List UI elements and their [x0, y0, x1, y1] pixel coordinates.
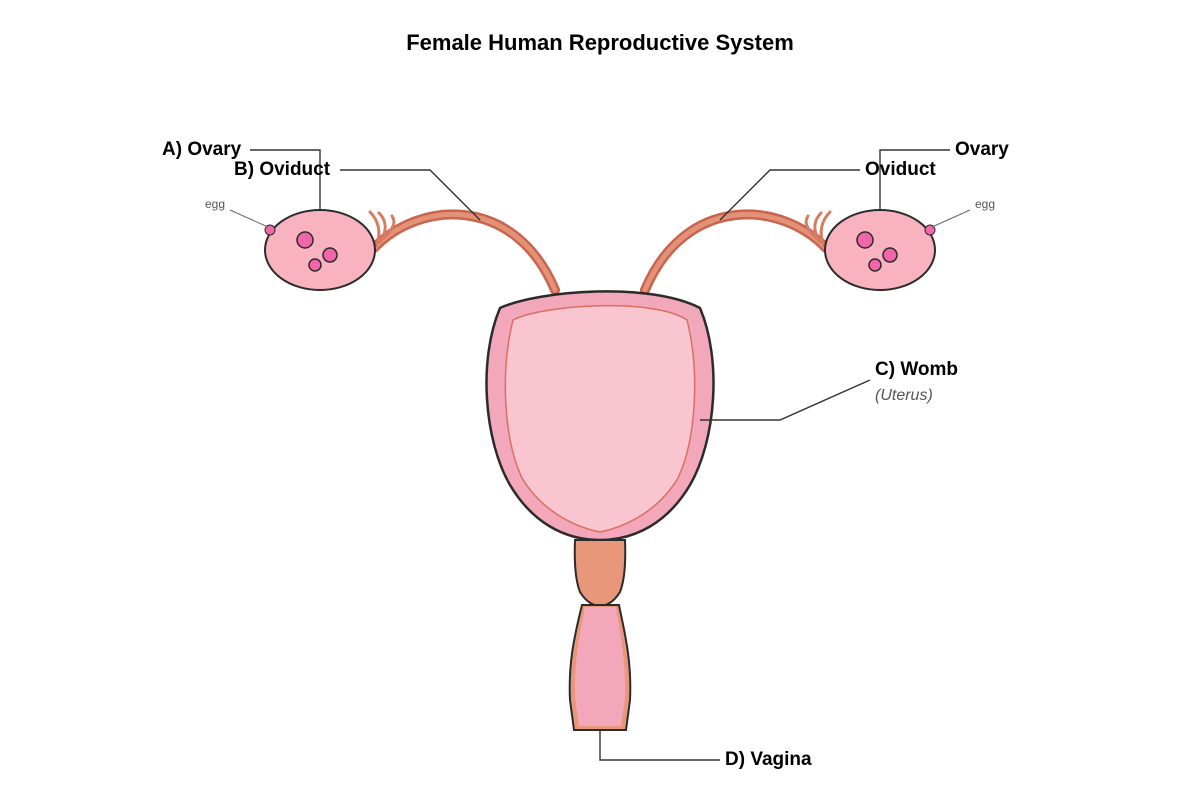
vagina-inner [574, 607, 626, 726]
fimbriae-right [804, 210, 832, 248]
leader-ovary-left [250, 149, 321, 210]
follicle [296, 231, 314, 249]
label-womb-sub: (Uterus) [875, 387, 933, 404]
follicle [882, 247, 898, 263]
oviduct-left [368, 209, 560, 295]
label-oviduct-right: Oviduct [865, 159, 936, 180]
label-ovary-right: Ovary [955, 139, 1009, 160]
leader-egg-left [229, 209, 269, 228]
leader-ovary-right [879, 149, 950, 210]
ovary-right-body [824, 209, 936, 291]
ovary-right [824, 209, 936, 291]
label-ovary-left: A) Ovary [162, 139, 242, 160]
ovary-left [264, 209, 376, 291]
egg-right [924, 224, 936, 236]
egg-left [264, 224, 276, 236]
leader-vagina [599, 730, 720, 761]
follicle [322, 247, 338, 263]
vagina [568, 604, 632, 731]
follicle [868, 258, 882, 272]
oviduct-left-tube-highlight [371, 212, 558, 293]
fimbriae-left [368, 210, 396, 248]
cervix [573, 539, 627, 608]
leader-lines [229, 149, 971, 761]
label-oviduct-left: B) Oviduct [234, 159, 331, 180]
follicle [856, 231, 874, 249]
follicle [308, 258, 322, 272]
leader-womb [700, 379, 871, 421]
ovary-left-body [264, 209, 376, 291]
oviduct-right [640, 209, 832, 295]
label-egg-right: egg [975, 197, 995, 211]
label-womb: C) Womb [875, 359, 958, 380]
leader-oviduct-left [340, 169, 481, 221]
uterus [485, 290, 715, 542]
oviduct-right-tube-highlight [642, 212, 829, 293]
label-vagina: D) Vagina [725, 749, 812, 770]
leader-egg-right [931, 209, 971, 228]
label-egg-left: egg [205, 197, 225, 211]
uterus-cavity [504, 304, 696, 533]
diagram-title: Female Human Reproductive System [406, 30, 794, 55]
leader-oviduct-right [719, 169, 860, 221]
